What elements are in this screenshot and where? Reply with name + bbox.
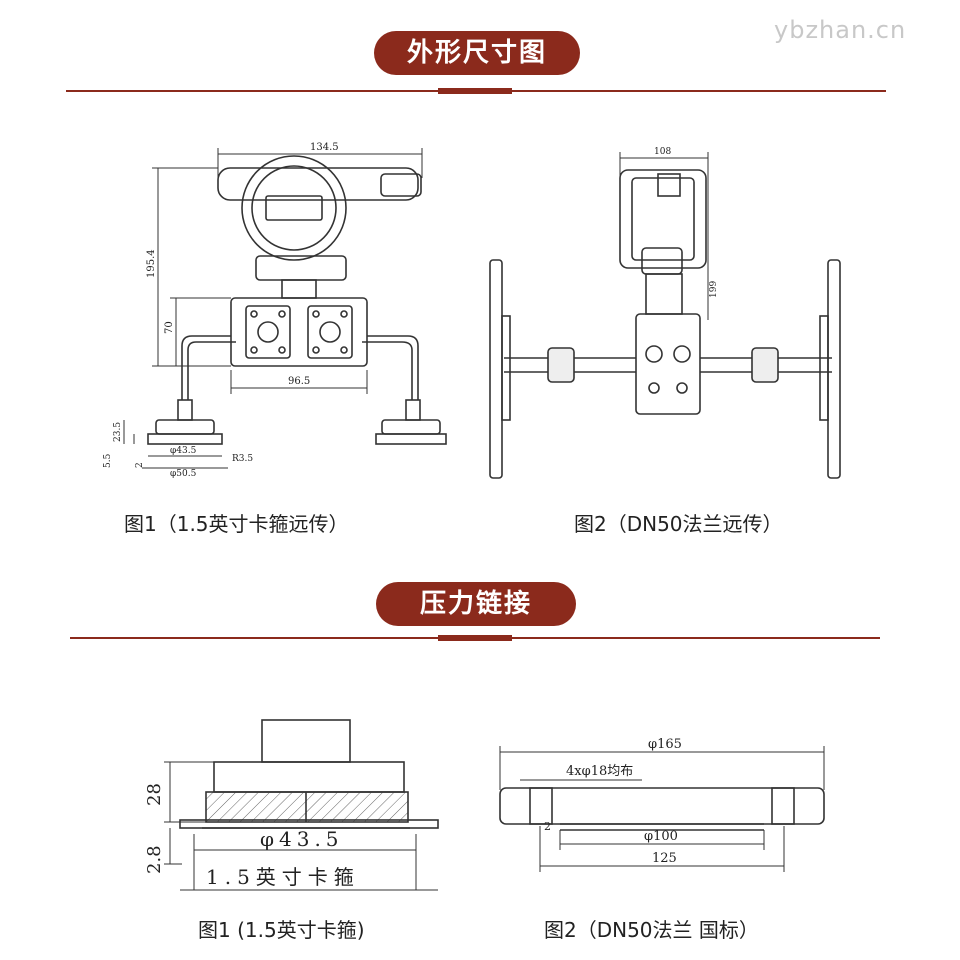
fig4-dim-thick: 2 bbox=[544, 820, 551, 833]
fig1-dim-height-total: 195.4 bbox=[146, 249, 157, 278]
section-divider-1-accent bbox=[438, 88, 512, 94]
section-title-dimensions: 外形尺寸图 bbox=[374, 31, 580, 75]
fig1-dim-width-top: 134.5 bbox=[310, 142, 339, 153]
fig1-dim-dia-outer: φ50.5 bbox=[170, 469, 197, 478]
figure-4-caption: 图2（DN50法兰 国标） bbox=[544, 918, 759, 942]
fig1-dim-height-body: 70 bbox=[164, 321, 175, 334]
fig1-dim-clamp-a: 5.5 bbox=[103, 453, 113, 468]
fig2-dim-top-width: 108 bbox=[654, 147, 671, 157]
section-divider-2-accent bbox=[438, 635, 512, 641]
fig4-dim-dia-inner: φ100 bbox=[644, 829, 678, 844]
watermark: ybzhan.cn bbox=[774, 16, 907, 44]
fig4-dim-holes: 4xφ18均布 bbox=[566, 764, 633, 779]
figure-3-caption: 图1 (1.5英寸卡箍) bbox=[198, 918, 365, 942]
fig1-dim-clamp-b: 2 bbox=[135, 462, 145, 468]
fig4-dim-dia-outer: φ165 bbox=[648, 737, 682, 752]
fig1-dim-dia-inner: φ43.5 bbox=[170, 446, 197, 456]
figure-2-caption: 图2（DN50法兰远传） bbox=[574, 512, 783, 536]
fig3-dim-h2: 2.8 bbox=[144, 845, 165, 874]
fig4-dim-pitch: 125 bbox=[652, 851, 677, 866]
fig3-dim-h1: 28 bbox=[144, 783, 165, 806]
fig3-dim-spec: 1.5英寸卡箍 bbox=[206, 865, 360, 889]
figure-1-caption: 图1（1.5英寸卡箍远传） bbox=[124, 512, 349, 536]
figure-3-clamp-detail-drawing: 28 2.8 φ43.5 1.5英寸卡箍 bbox=[144, 719, 439, 891]
fig1-dim-radius: R3.5 bbox=[232, 454, 253, 464]
figure-1-clamp-remote-drawing: 134.5 195.4 70 96.5 23.5 5.5 2 φ43.5 φ50… bbox=[103, 142, 447, 478]
section-title-connection: 压力链接 bbox=[376, 582, 576, 626]
figure-2-flange-remote-drawing: 108 199 bbox=[489, 147, 841, 479]
fig1-dim-clamp-h: 23.5 bbox=[113, 422, 123, 442]
fig3-dim-dia: φ43.5 bbox=[260, 827, 344, 851]
fig1-dim-width-base: 96.5 bbox=[288, 376, 310, 387]
figure-4-flange-detail-drawing: φ165 4xφ18均布 φ100 125 2 bbox=[499, 737, 825, 872]
fig2-dim-height: 199 bbox=[709, 281, 719, 298]
